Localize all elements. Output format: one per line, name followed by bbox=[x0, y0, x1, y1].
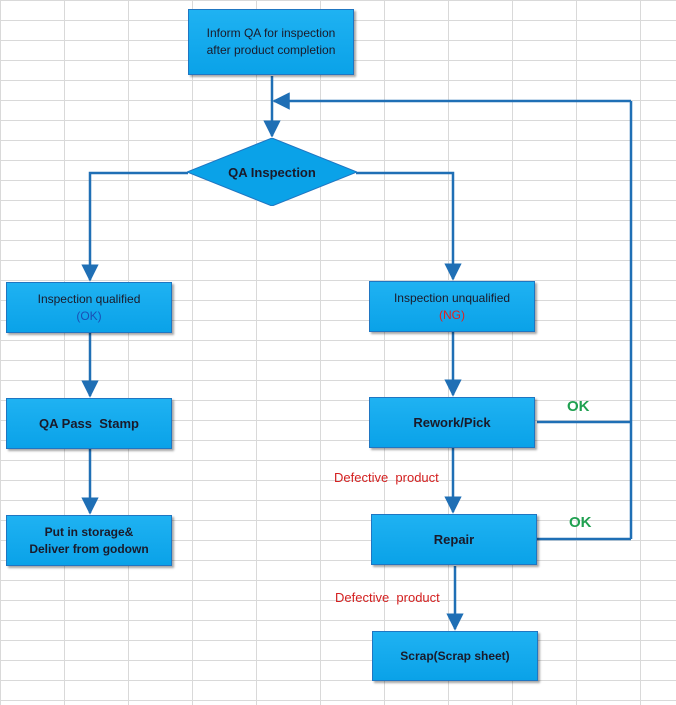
inform-qa-box: Inform QA for inspection after product c… bbox=[188, 9, 354, 75]
repair-box: Repair bbox=[371, 514, 537, 565]
defective-product-label-1: Defective product bbox=[334, 470, 439, 485]
ok-label-1: OK bbox=[567, 398, 590, 415]
inspection-qualified-box: Inspection qualified (OK) bbox=[6, 282, 172, 333]
ok-status: (OK) bbox=[76, 308, 102, 323]
ng-status: (NG) bbox=[439, 307, 465, 322]
ok-label-2: OK bbox=[569, 514, 592, 531]
scrap-label: Scrap(Scrap sheet) bbox=[400, 648, 510, 663]
rework-pick-label: Rework/Pick bbox=[413, 415, 491, 430]
defective-product-label-2: Defective product bbox=[335, 590, 440, 605]
storage-line2: Deliver from godown bbox=[29, 541, 149, 556]
qa-inspection-label: QA Inspection bbox=[228, 164, 316, 180]
qa-inspection-decision: QA Inspection bbox=[187, 138, 357, 206]
storage-line1: Put in storage& bbox=[44, 524, 134, 539]
inspection-qualified-label: Inspection qualified bbox=[37, 291, 141, 306]
inspection-unqualified-label: Inspection unqualified bbox=[393, 290, 511, 305]
inform-qa-line1: Inform QA for inspection bbox=[206, 26, 336, 40]
scrap-box: Scrap(Scrap sheet) bbox=[372, 631, 538, 681]
rework-pick-box: Rework/Pick bbox=[369, 397, 535, 448]
qa-pass-stamp-box: QA Pass Stamp bbox=[6, 398, 172, 449]
qa-pass-stamp-label: QA Pass Stamp bbox=[39, 416, 139, 431]
arrow-inspection-to-qualified bbox=[81, 171, 188, 282]
repair-label: Repair bbox=[433, 532, 475, 547]
inform-qa-line2: after product completion bbox=[206, 43, 336, 57]
storage-box: Put in storage& Deliver from godown bbox=[6, 515, 172, 566]
inspection-unqualified-box: Inspection unqualified (NG) bbox=[369, 281, 535, 332]
arrow-inspection-to-unqualified bbox=[356, 171, 462, 281]
